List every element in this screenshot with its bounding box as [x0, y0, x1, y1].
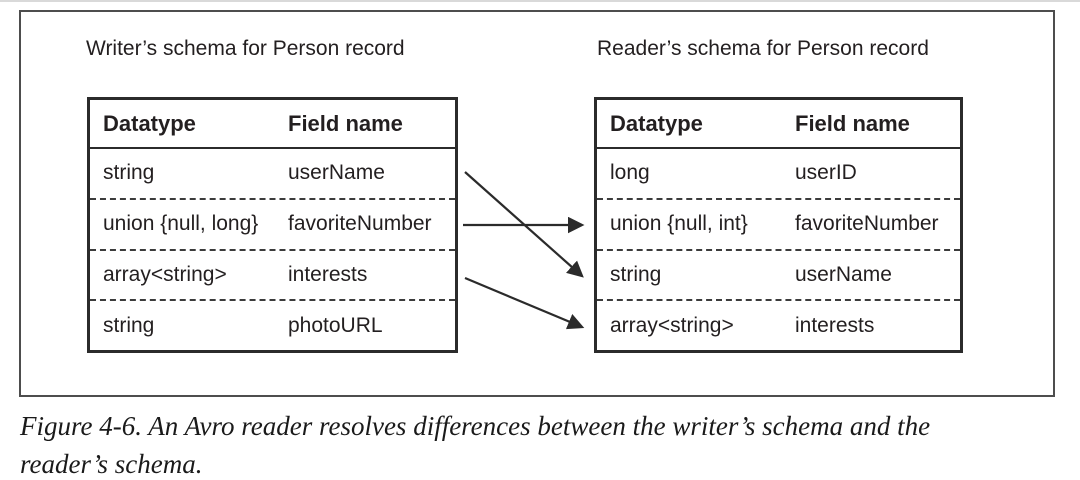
reader-row-userid: long userID — [597, 149, 960, 200]
reader-header-datatype: Datatype — [610, 110, 703, 136]
writer-datatype: string — [103, 161, 155, 185]
reader-field: userID — [795, 161, 857, 185]
reader-row-username: string userName — [597, 251, 960, 302]
writer-row-interests: array<string> interests — [90, 251, 455, 302]
reader-field: interests — [795, 313, 875, 337]
writer-field: photoURL — [288, 313, 383, 337]
writer-field: favoriteNumber — [288, 212, 432, 236]
writer-datatype: union {null, long} — [103, 212, 259, 236]
figure-caption: Figure 4-6. An Avro reader resolves diff… — [20, 407, 1070, 480]
writer-field: interests — [288, 262, 368, 286]
writer-datatype: array<string> — [103, 262, 227, 286]
reader-field: userName — [795, 262, 892, 286]
figure-caption-line2: reader’s schema. — [20, 449, 203, 479]
reader-schema-table: Datatype Field name long userID union {n… — [594, 97, 963, 353]
writer-header-field: Field name — [288, 110, 403, 136]
writer-schema-table: Datatype Field name string userName unio… — [87, 97, 458, 353]
reader-table-header: Datatype Field name — [597, 100, 960, 149]
writer-row-photourl: string photoURL — [90, 301, 455, 350]
reader-header-field: Field name — [795, 110, 910, 136]
reader-datatype: long — [610, 161, 650, 185]
reader-schema-title: Reader’s schema for Person record — [597, 37, 929, 60]
writer-row-favoritenumber: union {null, long} favoriteNumber — [90, 200, 455, 251]
reader-datatype: string — [610, 262, 662, 286]
reader-datatype: union {null, int} — [610, 212, 748, 236]
writer-table-header: Datatype Field name — [90, 100, 455, 149]
page-top-edge — [0, 0, 1080, 2]
reader-row-interests: array<string> interests — [597, 301, 960, 350]
writer-header-datatype: Datatype — [103, 110, 196, 136]
writer-datatype: string — [103, 313, 155, 337]
writer-field: userName — [288, 161, 385, 185]
reader-datatype: array<string> — [610, 313, 734, 337]
reader-field: favoriteNumber — [795, 212, 939, 236]
figure-caption-line1: Figure 4-6. An Avro reader resolves diff… — [20, 411, 931, 441]
reader-row-favoritenumber: union {null, int} favoriteNumber — [597, 200, 960, 251]
writer-schema-title: Writer’s schema for Person record — [86, 37, 405, 60]
writer-row-username: string userName — [90, 149, 455, 200]
